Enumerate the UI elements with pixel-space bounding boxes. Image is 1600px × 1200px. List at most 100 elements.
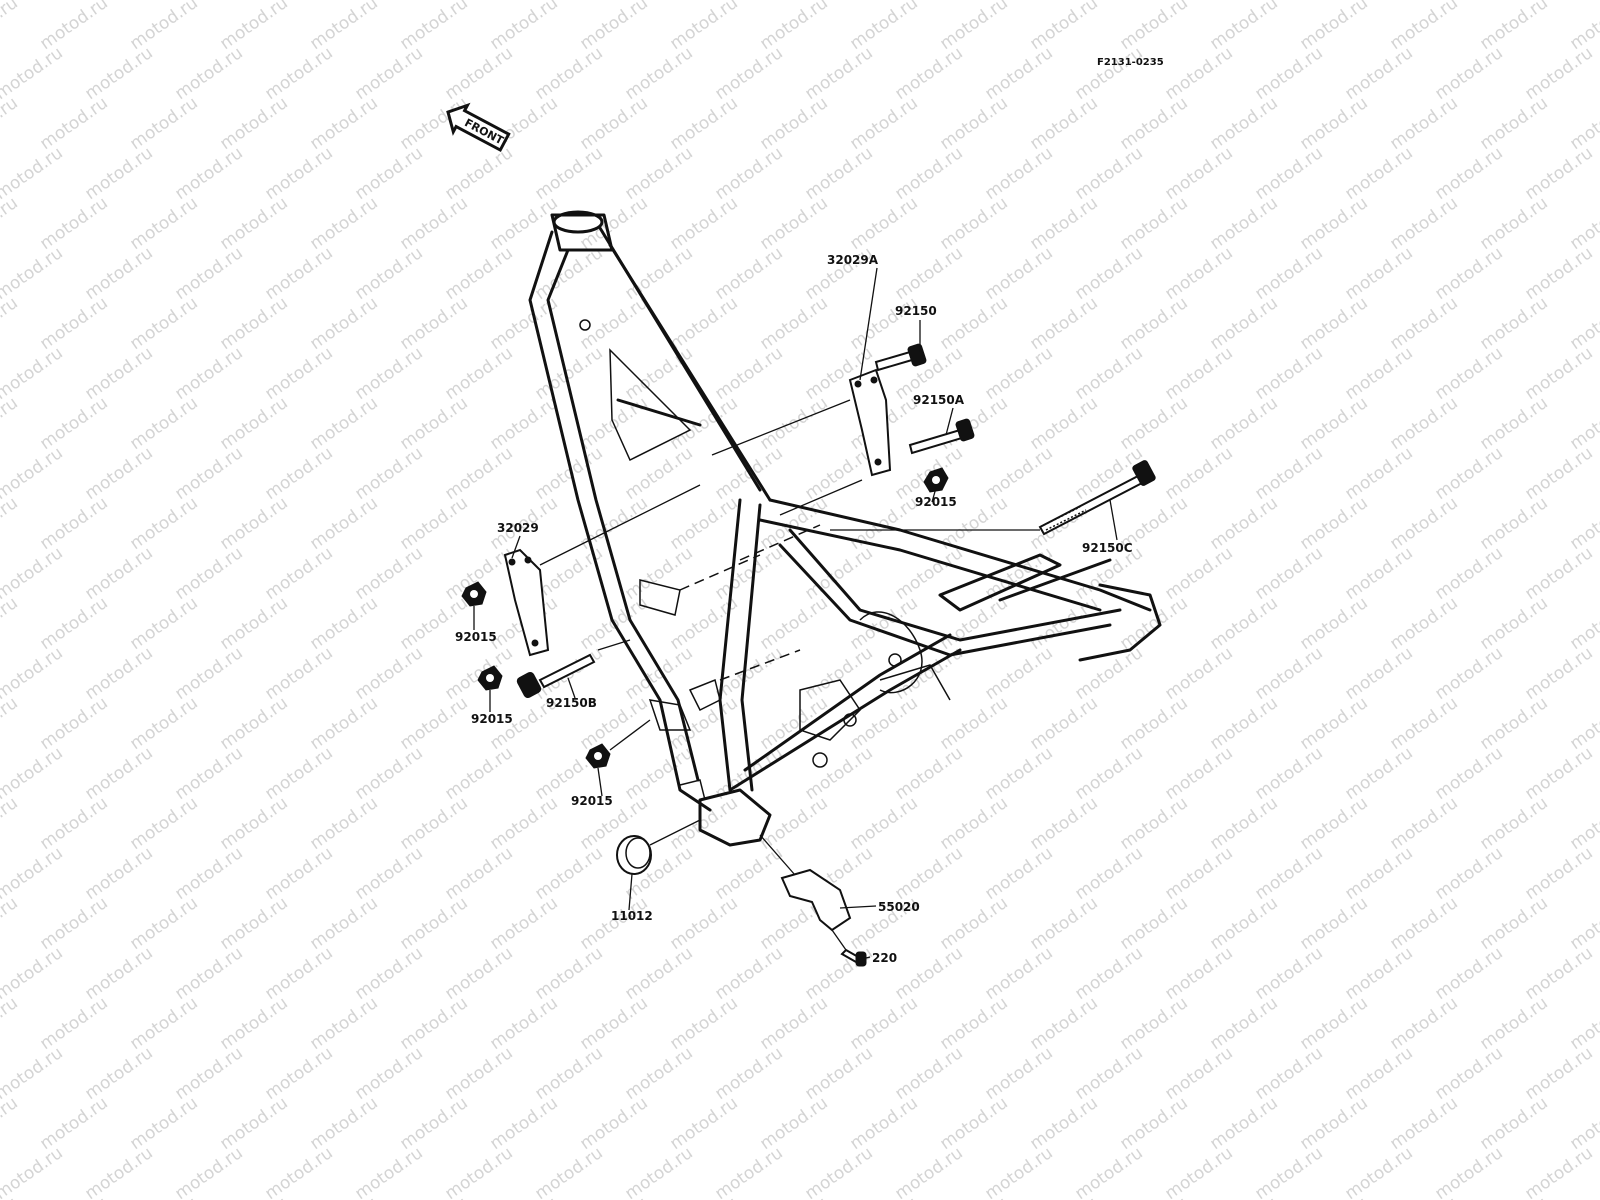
watermark-text: motod.ru [396,693,471,754]
watermark-text: motod.ru [576,0,651,54]
watermark-text: motod.ru [441,243,516,304]
watermark-text: motod.ru [261,543,336,604]
watermark-text: motod.ru [351,143,426,204]
watermark-text: motod.ru [1476,493,1551,554]
watermark-text: motod.ru [216,93,291,154]
watermark-text: motod.ru [486,193,561,254]
watermark-text: motod.ru [1386,693,1461,754]
watermark-text: motod.ru [1341,943,1416,1004]
watermark-text: motod.ru [531,943,606,1004]
watermark-text: motod.ru [1476,893,1551,954]
watermark-text: motod.ru [1161,643,1236,704]
watermark-text: motod.ru [351,43,426,104]
watermark-text: motod.ru [81,643,156,704]
watermark-text: motod.ru [1386,1193,1461,1200]
watermark-text: motod.ru [711,343,786,404]
watermark-text: motod.ru [891,143,966,204]
watermark-text: motod.ru [1251,43,1326,104]
watermark-text: motod.ru [1161,543,1236,604]
watermark-text: motod.ru [486,1193,561,1200]
watermark-text: motod.ru [1431,1143,1506,1200]
watermark-text: motod.ru [0,393,22,454]
watermark-text: motod.ru [846,793,921,854]
watermark-text: motod.ru [1386,893,1461,954]
callout-92150B: 92150B [546,696,597,710]
watermark-text: motod.ru [441,343,516,404]
watermark-text: motod.ru [1521,843,1596,904]
watermark-text: motod.ru [1251,1143,1326,1200]
watermark-text: motod.ru [1386,193,1461,254]
watermark-text: motod.ru [171,1043,246,1104]
watermark-text: motod.ru [81,1143,156,1200]
watermark-text: motod.ru [936,93,1011,154]
watermark-text: motod.ru [126,393,201,454]
watermark-text: motod.ru [1116,93,1191,154]
watermark-text: motod.ru [1026,893,1101,954]
watermark-text: motod.ru [1296,493,1371,554]
watermark-text: motod.ru [171,543,246,604]
nut-92015-upper-icon [923,467,949,493]
watermark-text: motod.ru [846,93,921,154]
watermark-text: motod.ru [261,1043,336,1104]
watermark-text: motod.ru [81,1043,156,1104]
watermark-text: motod.ru [1071,143,1146,204]
watermark-text: motod.ru [81,43,156,104]
watermark-text: motod.ru [306,93,381,154]
watermark-text: motod.ru [216,593,291,654]
watermark-text: motod.ru [306,793,381,854]
watermark-text: motod.ru [666,993,741,1054]
watermark-text: motod.ru [486,0,561,54]
watermark-text: motod.ru [1026,693,1101,754]
watermark-text: motod.ru [0,893,22,954]
watermark-text: motod.ru [981,643,1056,704]
watermark-text: motod.ru [1431,643,1506,704]
watermark-text: motod.ru [1341,743,1416,804]
watermark-text: motod.ru [1341,343,1416,404]
watermark-text: motod.ru [981,743,1056,804]
watermark-text: motod.ru [936,793,1011,854]
watermark-text: motod.ru [1341,143,1416,204]
watermark-text: motod.ru [441,743,516,804]
watermark-text: motod.ru [981,843,1056,904]
watermark-text: motod.ru [171,243,246,304]
watermark-text: motod.ru [441,43,516,104]
watermark-text: motod.ru [1386,993,1461,1054]
watermark-text: motod.ru [981,343,1056,404]
watermark-text: motod.ru [1206,193,1281,254]
watermark-text: motod.ru [1071,43,1146,104]
watermark-text: motod.ru [801,43,876,104]
watermark-text: motod.ru [1116,0,1191,54]
watermark-text: motod.ru [441,143,516,204]
watermark-text: motod.ru [1206,893,1281,954]
watermark-text: motod.ru [1251,843,1326,904]
watermark-text: motod.ru [486,293,561,354]
watermark-text: motod.ru [1566,1193,1600,1200]
watermark-text: motod.ru [1476,193,1551,254]
watermark-text: motod.ru [126,793,201,854]
watermark-text: motod.ru [261,843,336,904]
watermark-text: motod.ru [1026,393,1101,454]
watermark-text: motod.ru [261,743,336,804]
callout-92015-lower: 92015 [571,794,613,808]
callout-220: 220 [872,951,897,965]
callout-92150A: 92150A [913,393,965,407]
watermark-text: motod.ru [1476,93,1551,154]
screw-220-icon [840,948,867,967]
watermark-text: motod.ru [1521,343,1596,404]
watermark-text: motod.ru [891,743,966,804]
watermark-text: motod.ru [1296,593,1371,654]
drawing-code: F2131-0235 [1097,57,1164,68]
watermark-text: motod.ru [1296,193,1371,254]
watermark-text: motod.ru [1431,743,1506,804]
watermark-text: motod.ru [1071,943,1146,1004]
watermark-text: motod.ru [1116,693,1191,754]
watermark-text: motod.ru [1161,843,1236,904]
watermark-text: motod.ru [1161,1143,1236,1200]
watermark-text: motod.ru [756,93,831,154]
watermark-text: motod.ru [531,1143,606,1200]
watermark-text: motod.ru [441,643,516,704]
watermark-text: motod.ru [1521,743,1596,804]
watermark-text: motod.ru [441,1043,516,1104]
watermark-text: motod.ru [1476,293,1551,354]
watermark-text: motod.ru [81,743,156,804]
